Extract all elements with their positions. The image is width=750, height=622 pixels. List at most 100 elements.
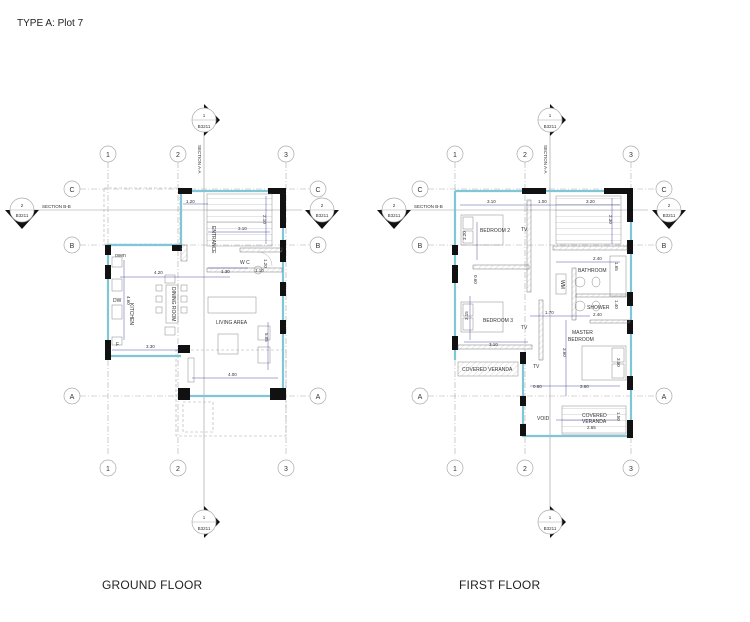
ff-section-marker-bb-left: 2 B3211 SECTION B-B <box>377 197 443 229</box>
section-marker-bb-right: 2 B3211 <box>305 197 339 229</box>
svg-text:3.30: 3.30 <box>146 344 155 349</box>
entrance-label: ENTRANCE <box>210 226 216 254</box>
svg-text:B3211: B3211 <box>316 213 329 218</box>
svg-text:B3211: B3211 <box>198 526 211 531</box>
svg-text:B3211: B3211 <box>544 124 557 129</box>
svg-text:3: 3 <box>629 152 633 159</box>
svg-text:A: A <box>662 394 667 401</box>
covered-veranda-2-label: COVERED <box>582 413 607 419</box>
shower-label: SHOWER <box>587 305 610 311</box>
svg-text:2.65: 2.65 <box>587 425 596 430</box>
svg-text:1: 1 <box>203 113 206 118</box>
first-floor-plan: BEDROOM 2 BEDROOM 3 BATHROOM SHOWER MAST… <box>377 104 686 538</box>
svg-text:3.15: 3.15 <box>464 311 469 320</box>
sheet-title: TYPE A: Plot 7 <box>17 18 84 29</box>
svg-text:B3211: B3211 <box>663 213 676 218</box>
section-marker-aa-top: 1 B3211 SECTION A-A <box>191 104 220 174</box>
section-marker-aa-bottom: 1 B3211 <box>191 506 220 538</box>
svg-text:3.20: 3.20 <box>586 199 595 204</box>
svg-text:1.10: 1.10 <box>255 268 264 273</box>
svg-text:3.10: 3.10 <box>238 226 247 231</box>
grid-col-2: 2 <box>176 152 180 159</box>
svg-text:3: 3 <box>629 466 633 473</box>
svg-text:2.40: 2.40 <box>593 256 602 261</box>
svg-text:4.60: 4.60 <box>126 296 131 305</box>
svg-text:2: 2 <box>393 203 396 208</box>
grid-row-a: A <box>70 394 75 401</box>
svg-text:B: B <box>418 243 423 250</box>
svg-text:2.10: 2.10 <box>262 215 267 224</box>
svg-text:1: 1 <box>549 515 552 520</box>
svg-text:B3211: B3211 <box>198 124 211 129</box>
svg-text:B3211: B3211 <box>388 213 401 218</box>
svg-text:1.40: 1.40 <box>614 300 619 309</box>
svg-text:3.50: 3.50 <box>616 358 621 367</box>
ff-section-marker-bb-right: 2 B3211 <box>652 197 686 229</box>
ground-grid-lines <box>80 162 310 455</box>
section-marker-bb-left: 2 B3211 SECTION B-B <box>5 197 71 229</box>
svg-text:5.05: 5.05 <box>264 333 269 342</box>
grid-col-3: 3 <box>284 152 288 159</box>
ff-section-marker-aa-top: 1 B3211 SECTION A-A <box>537 104 566 174</box>
svg-text:2: 2 <box>668 203 671 208</box>
bedroom2-label: BEDROOM 2 <box>480 228 510 234</box>
first-floor-label: FIRST FLOOR <box>459 578 541 592</box>
svg-text:A: A <box>418 394 423 401</box>
svg-text:3.60: 3.60 <box>562 348 567 357</box>
svg-text:1: 1 <box>549 113 552 118</box>
svg-text:2: 2 <box>523 152 527 159</box>
svg-text:B: B <box>316 243 321 250</box>
svg-text:3.10: 3.10 <box>487 199 496 204</box>
svg-text:TV: TV <box>533 364 540 370</box>
svg-text:2: 2 <box>321 203 324 208</box>
svg-text:1: 1 <box>106 466 110 473</box>
svg-text:1.20: 1.20 <box>186 199 195 204</box>
svg-text:3.60: 3.60 <box>580 384 589 389</box>
grid-row-b: B <box>70 243 75 250</box>
svg-text:SECTION B-B: SECTION B-B <box>414 204 443 209</box>
svg-text:C: C <box>315 187 320 194</box>
svg-text:1.70: 1.70 <box>545 310 554 315</box>
svg-text:B3211: B3211 <box>544 526 557 531</box>
bathroom-label: BATHROOM <box>578 268 607 274</box>
grid-col-1: 1 <box>106 152 110 159</box>
tv-label: TV <box>521 227 528 233</box>
grid-row-c: C <box>69 187 74 194</box>
svg-text:A: A <box>316 394 321 401</box>
svg-text:SECTION B-B: SECTION B-B <box>42 204 71 209</box>
svg-text:3: 3 <box>284 466 288 473</box>
svg-text:0.60: 0.60 <box>533 384 542 389</box>
svg-text:0.60: 0.60 <box>473 275 478 284</box>
wc-label: W C <box>240 260 250 266</box>
svg-text:TV: TV <box>521 325 528 331</box>
covered-veranda-label: COVERED VERANDA <box>462 367 513 373</box>
svg-text:2: 2 <box>523 466 527 473</box>
svg-text:1.50: 1.50 <box>616 412 621 421</box>
svg-text:2: 2 <box>176 466 180 473</box>
dw-label: DW <box>113 298 122 304</box>
svg-text:B: B <box>662 243 667 250</box>
svg-text:1: 1 <box>453 466 457 473</box>
svg-text:B3211: B3211 <box>16 213 29 218</box>
ff-section-marker-aa-bottom: 1 B3211 <box>537 506 566 538</box>
svg-text:VERANDA: VERANDA <box>582 419 607 425</box>
svg-text:3.10: 3.10 <box>489 342 498 347</box>
bedroom3-label: BEDROOM 3 <box>483 318 513 324</box>
svg-text:SECTION A-A: SECTION A-A <box>543 145 548 174</box>
svg-text:1: 1 <box>453 152 457 159</box>
kitchen-label: KITCHEN <box>128 303 134 325</box>
living-area-label: LIVING AREA <box>216 320 248 326</box>
svg-text:4.00: 4.00 <box>228 372 237 377</box>
svg-text:1.30: 1.30 <box>221 269 230 274</box>
fridge-label: F <box>116 342 119 348</box>
ground-floor-plan: ENTRANCE W C oven DW F KITCHEN DINING RO… <box>5 104 339 538</box>
svg-text:1.65: 1.65 <box>614 262 619 271</box>
wm-label: WM <box>559 280 565 289</box>
ground-floor-label: GROUND FLOOR <box>102 578 203 592</box>
svg-text:SECTION A-A: SECTION A-A <box>197 145 202 174</box>
dining-room-label: DINING ROOM <box>170 287 176 321</box>
svg-text:BEDROOM: BEDROOM <box>568 337 594 343</box>
svg-text:1: 1 <box>203 515 206 520</box>
svg-text:1.00: 1.00 <box>538 199 547 204</box>
